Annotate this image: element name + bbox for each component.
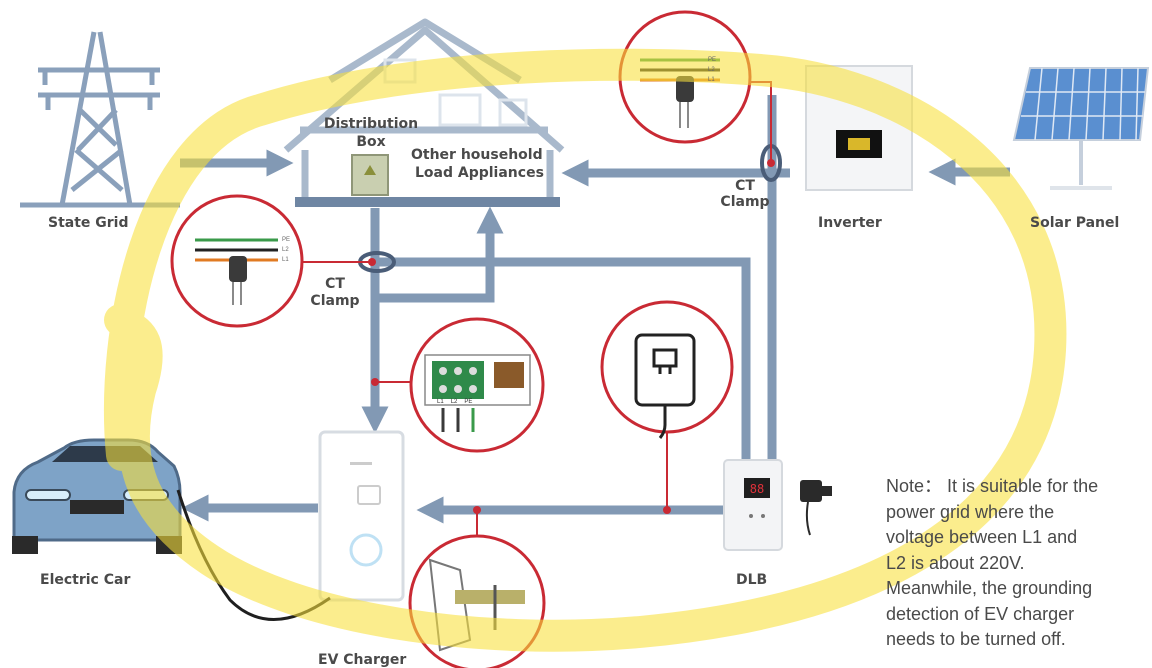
ct-clamp-left-label-line1: CT [325, 276, 345, 292]
left-clamp-wire-labels: PE L2 L1 [282, 237, 291, 263]
note-line: power grid where the [886, 501, 1055, 522]
ct-clamp-detail-left [170, 194, 304, 328]
note-text: Note： It is suitable for the power grid … [886, 474, 1148, 653]
electric-car-label: Electric Car [40, 572, 131, 588]
note-line: L2 is about 220V. [886, 552, 1025, 573]
note-line: Meanwhile, the grounding [886, 578, 1093, 598]
other-household-label: Other household [411, 147, 543, 163]
house-floor [295, 197, 560, 207]
note-line: Note： It is suitable for the [886, 476, 1099, 496]
solar-panel-icon [1012, 67, 1150, 190]
distribution-box-icon [351, 154, 389, 196]
ev-charger-label: EV Charger [318, 652, 407, 668]
connection-dots [368, 159, 775, 514]
note-line: needs to be turned off. [886, 629, 1066, 649]
top-clamp-wire-labels: PE L2 L1 [708, 57, 717, 83]
distribution-box-label: Distribution Box [323, 116, 419, 150]
note-line: voltage between L1 and [886, 527, 1078, 547]
dlb-device-icon: 88 [723, 459, 783, 551]
note-line: detection of EV charger [886, 603, 1075, 624]
inverter-label: Inverter [818, 215, 882, 231]
state-grid-label: State Grid [48, 215, 129, 231]
dlb-adapter-detail [600, 300, 734, 439]
ct-clamp-left-label-line2: Clamp [310, 293, 360, 309]
terminal-labels: L1 L2 PE [437, 399, 473, 405]
dlb-plug-icon [800, 480, 832, 536]
transmission-tower-icon [20, 31, 180, 208]
ct-clamp-top-label-line1: CT [735, 178, 755, 194]
ev-charger-icon [318, 430, 405, 602]
dlb-label: DLB [736, 572, 768, 588]
highlight-marker-loop [104, 48, 1067, 652]
ct-clamp-top-label-line2: Clamp [720, 194, 770, 210]
load-appliances-label: Load Appliances [415, 165, 544, 181]
solar-panel-label: Solar Panel [1030, 215, 1120, 231]
dlb-display-text: 88 [750, 482, 764, 496]
terminal-block-detail [409, 317, 545, 453]
